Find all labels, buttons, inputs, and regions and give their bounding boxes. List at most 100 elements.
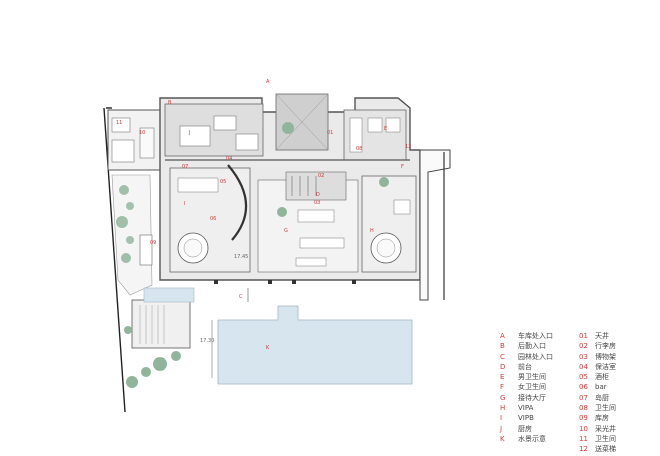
legend-key: A	[500, 332, 505, 340]
legend-label: 酒柜	[595, 373, 609, 382]
legend-row: E 男卫生间	[500, 372, 553, 382]
west-garden	[111, 174, 153, 296]
legend-row: B 后勤入口	[500, 341, 553, 351]
tag-k: K	[266, 345, 270, 351]
tag-d: D	[316, 192, 320, 198]
legend-label: 送菜梯	[595, 445, 616, 454]
legend-key: 08	[579, 404, 588, 413]
tag-08: 08	[356, 146, 362, 152]
legend-label: 园林处入口	[518, 352, 553, 361]
legend-key: K	[500, 434, 505, 443]
column-markers	[214, 280, 356, 302]
tag-h: H	[370, 228, 374, 234]
tag-07: 07	[182, 164, 188, 170]
southwest-garden	[124, 287, 195, 388]
tag-10: 10	[139, 130, 145, 136]
legend-key: H	[500, 404, 506, 413]
elevation-hall: 17.45	[234, 254, 248, 260]
legend-label: 行李房	[595, 342, 616, 351]
tag-04: 04	[226, 156, 232, 162]
tag-j: J	[188, 130, 190, 136]
legend-row: 05 酒柜	[579, 372, 616, 382]
tag-01: 01	[327, 130, 333, 136]
tag-02: 02	[318, 173, 324, 179]
legend-label: 男卫生间	[518, 373, 546, 382]
legend-key: J	[500, 424, 503, 433]
legend-key: 12	[579, 445, 588, 454]
legend-row: F 女卫生间	[500, 382, 553, 392]
tag-c: C	[239, 294, 243, 300]
legend-row: 08 卫生间	[579, 403, 616, 413]
legend-row: 03 博物架	[579, 352, 616, 362]
legend-key: 07	[579, 393, 588, 402]
legend-row: 12 送菜梯	[579, 444, 616, 454]
dining-table-vipb	[177, 232, 209, 264]
legend-items: 01 天井 02 行李房 03 博物架 04 保洁室 05 酒柜 06 bar 07 岛厨 08 卫生间 09 库…	[579, 331, 616, 455]
tag-12: 12	[405, 144, 411, 150]
legend-label: 博物架	[595, 352, 616, 361]
legend-key: D	[500, 362, 506, 371]
main-building	[159, 93, 421, 281]
legend-label: 水景示意	[518, 434, 546, 443]
legend-label: 保洁室	[595, 362, 616, 371]
legend-key: F	[500, 383, 505, 392]
legend-key: 01	[579, 332, 588, 340]
legend-row: G 接待大厅	[500, 393, 553, 403]
legend-row: 02 行李房	[579, 341, 616, 351]
legend-label: 接待大厅	[518, 393, 546, 402]
legend-label: 女卫生间	[518, 383, 546, 392]
legend-key: 06	[579, 383, 588, 392]
legend-key: C	[500, 352, 505, 361]
legend-row: I VIPB	[500, 413, 553, 423]
legend-row: J 厨房	[500, 424, 553, 434]
tag-09: 09	[150, 240, 156, 246]
legend-row: K 水景示意	[500, 434, 553, 444]
legend-row: 07 岛厨	[579, 393, 616, 403]
tag-06: 06	[210, 216, 216, 222]
legend-label: 卫生间	[595, 404, 616, 413]
west-service-rooms	[107, 109, 161, 171]
legend-key: 04	[579, 362, 588, 371]
legend-row: 01 天井	[579, 331, 616, 341]
legend-row: 11 卫生间	[579, 434, 616, 444]
legend-key: 05	[579, 373, 588, 382]
tag-e: E	[384, 126, 387, 132]
legend-key: 02	[579, 342, 588, 351]
legend-key: 10	[579, 424, 588, 433]
tag-a: A	[266, 79, 270, 85]
legend-row: 09 库房	[579, 413, 616, 423]
legend-key: G	[500, 393, 506, 402]
legend-key: I	[500, 414, 503, 423]
legend-row: H VIPA	[500, 403, 553, 413]
legend-key: E	[500, 373, 505, 382]
legend-key: 03	[579, 352, 588, 361]
legend-key: 09	[579, 414, 588, 423]
legend-label: 库房	[595, 414, 609, 423]
east-terrace	[419, 149, 451, 301]
legend-row: C 园林处入口	[500, 352, 553, 362]
legend-label: VIPA	[518, 404, 534, 413]
legend-label: bar	[595, 383, 607, 392]
dining-table-vipa	[370, 232, 402, 264]
legend-key: B	[500, 342, 505, 351]
legend-label: 前台	[518, 362, 532, 371]
tag-b: B	[168, 100, 172, 106]
legend-row: 10 采光井	[579, 424, 616, 434]
legend-row: D 前台	[500, 362, 553, 372]
legend-row: 06 bar	[579, 382, 616, 392]
elevation-water: 17.30	[200, 338, 214, 344]
legend-label: 后勤入口	[518, 342, 546, 351]
tag-05: 05	[220, 179, 226, 185]
tag-f: F	[401, 164, 404, 170]
legend-label: VIPB	[518, 414, 534, 423]
tag-03: 03	[314, 200, 320, 206]
legend-label: 天井	[595, 332, 609, 340]
legend-label: 采光井	[595, 424, 616, 433]
tag-i: I	[184, 201, 185, 207]
legend-key: 11	[579, 434, 588, 443]
legend-label: 卫生间	[595, 434, 616, 443]
legend-label: 岛厨	[595, 393, 609, 402]
legend-label: 厨房	[518, 424, 532, 433]
